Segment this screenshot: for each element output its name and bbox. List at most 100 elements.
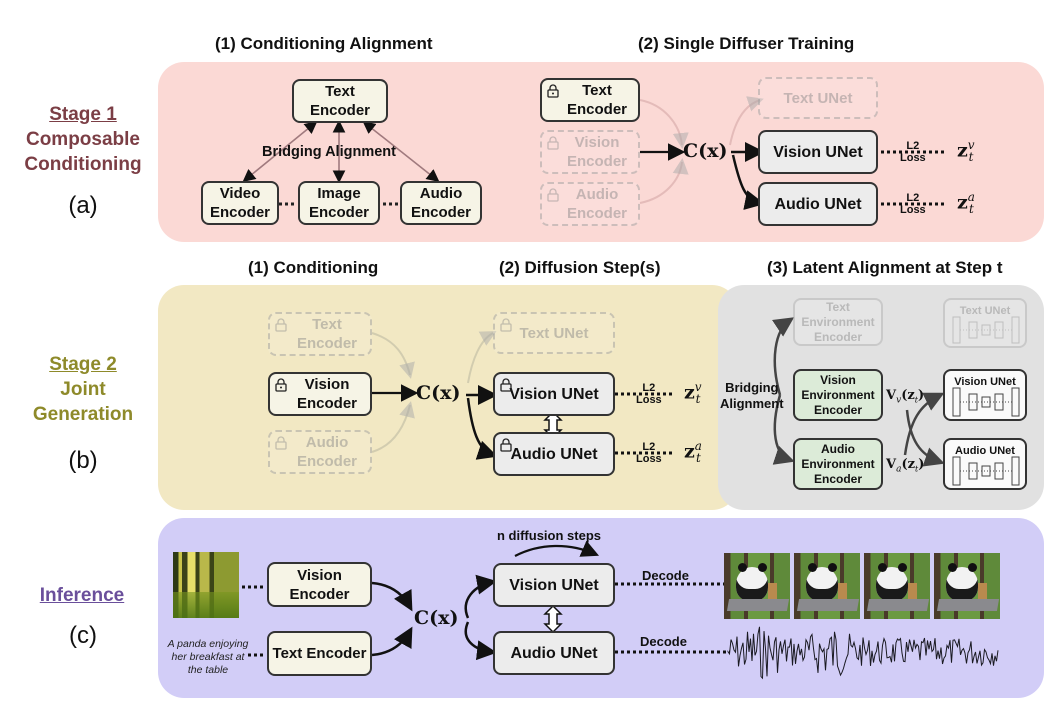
s1-ghost-audio-encoder-label: Audio Encoder [566, 186, 627, 222]
s2-cx: C(x) [416, 382, 461, 404]
s2-vision-unet-label: Vision UNet [509, 385, 599, 403]
bridging-line1: Bridging [725, 380, 779, 395]
s3-text-unet: Text UNet [943, 298, 1027, 348]
sup: a [694, 439, 702, 453]
s1-z-v: zvt [957, 138, 975, 165]
s2-audio-unet-label: Audio UNet [510, 445, 598, 463]
s1-ghost-text-unet: Text UNet [758, 77, 878, 119]
s2-ghost-text-encoder-label: Text Encoder [296, 316, 357, 352]
lock-icon [500, 438, 512, 452]
s2-audio-unet: Audio UNet [493, 432, 615, 476]
s2-ghost-audio-encoder: Audio Encoder [268, 430, 372, 474]
table [796, 599, 860, 611]
s1-frozen-text-encoder-label: Text Encoder [566, 82, 627, 118]
sub: t [968, 150, 974, 165]
panda-ear [948, 563, 957, 572]
unet-icon [952, 387, 1020, 417]
s1-image-encoder: Image Encoder [298, 181, 380, 225]
lock-icon [275, 436, 287, 450]
stage2-letter: (b) [68, 447, 98, 474]
s2-ghost-text-encoder: Text Encoder [268, 312, 372, 356]
inference-title: Inference [39, 585, 125, 606]
inf-audio-unet: Audio UNet [493, 631, 615, 675]
lock-icon [547, 188, 559, 202]
loss-top: L2 [642, 441, 656, 453]
inf-text-encoder: Text Encoder [267, 631, 372, 676]
decode-label-top: Decode [642, 568, 689, 583]
s2-ghost-text-unet-label: Text UNet [519, 324, 589, 342]
stage2-section1-title: (1) Conditioning [248, 258, 379, 277]
v: V [886, 388, 897, 403]
s3-bridging: Bridging Alignment [720, 380, 784, 412]
loss-bottom: Loss [900, 204, 926, 216]
s3-audio-unet-label: Audio UNet [955, 445, 1015, 457]
sub: t [695, 451, 701, 466]
s3-vv: Vv(zt) [886, 388, 925, 406]
table [726, 599, 790, 611]
s3-vision-env-encoder: Vision Environment Encoder [793, 369, 883, 421]
s1-frozen-text-encoder: Text Encoder [540, 78, 640, 122]
stage1-line2: Conditioning [24, 154, 142, 175]
cup [768, 583, 777, 599]
s2-vision-encoder: Vision Encoder [268, 372, 372, 416]
panda-ear [898, 563, 907, 572]
stage2-panel [158, 285, 738, 510]
z: z [957, 139, 968, 162]
lock-icon [275, 318, 287, 332]
s2-ghost-text-unet: Text UNet [493, 312, 615, 354]
t: t [914, 395, 918, 405]
stage2-section2-title: (2) Diffusion Step(s) [499, 258, 661, 277]
stage2-title: Stage 2 [49, 354, 117, 375]
s2-vision-unet: Vision UNet [493, 372, 615, 416]
s1-ghost-vision-encoder: Vision Encoder [540, 130, 640, 174]
z: z [957, 191, 968, 214]
s3-audio-unet: Audio UNet [943, 438, 1027, 490]
panda-body [806, 567, 838, 601]
sub: t [968, 202, 974, 217]
panda-ear [878, 563, 887, 572]
v: V [886, 457, 897, 472]
panda-body [946, 567, 978, 601]
stage2-section3-title: (3) Latent Alignment at Step t [767, 258, 1003, 277]
stage1-title: Stage 1 [49, 104, 117, 125]
stage2-label: Stage 2 Joint Generation [8, 352, 158, 427]
decode-label-bottom: Decode [640, 634, 687, 649]
forest-image-overlay [173, 592, 239, 618]
panda-frame [864, 553, 930, 619]
s3-vision-unet-label: Vision UNet [954, 376, 1016, 388]
loss-bottom: Loss [636, 394, 662, 406]
stage2-line2: Generation [32, 404, 134, 425]
s1-text-encoder: Text Encoder [292, 79, 388, 123]
loss-bottom: Loss [900, 152, 926, 164]
s1-audio-unet: Audio UNet [758, 182, 878, 226]
cup [978, 583, 987, 599]
sup: a [967, 190, 975, 204]
loss-bottom: Loss [636, 453, 662, 465]
z: z [684, 440, 695, 463]
inf-vision-encoder: Vision Encoder [267, 562, 372, 607]
panda-ear [758, 563, 767, 572]
output-video-frames [724, 553, 1000, 619]
cup [838, 583, 847, 599]
panda-frame [794, 553, 860, 619]
s1-z-a: zat [957, 190, 975, 217]
stage1-label: Stage 1 Composable Conditioning [8, 102, 158, 177]
s1-audio-encoder: Audio Encoder [400, 181, 482, 225]
bridging-line2: Alignment [720, 396, 784, 411]
panda-ear [968, 563, 977, 572]
sub: v [896, 395, 902, 406]
table [866, 599, 930, 611]
s1-vision-unet: Vision UNet [758, 130, 878, 174]
lock-icon [547, 136, 559, 150]
stage2-line1: Joint [60, 379, 106, 400]
inf-cx: C(x) [414, 607, 459, 629]
unet-icon [952, 456, 1020, 486]
panda-ear [828, 563, 837, 572]
cup [908, 583, 917, 599]
z: z [684, 381, 695, 404]
s2-ghost-audio-encoder-label: Audio Encoder [296, 434, 357, 470]
stage1-section2-title: (2) Single Diffuser Training [638, 34, 855, 53]
